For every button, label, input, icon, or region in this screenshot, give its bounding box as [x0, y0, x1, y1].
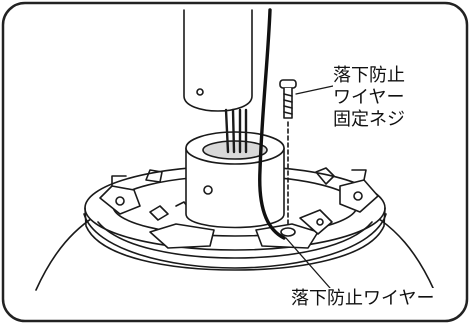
fixing-screw [279, 79, 297, 119]
base-ring-wall [84, 207, 386, 271]
label-fall-prevention-screw: 落下防止 ワイヤー 固定ネジ [333, 65, 405, 131]
label-fall-prevention-wire: 落下防止ワイヤー [289, 288, 437, 310]
leader-screw [295, 85, 334, 95]
upper-pipe [183, 9, 253, 112]
dome-rim-outer [83, 213, 387, 269]
cable-bundle [224, 108, 248, 154]
leader-wire [285, 237, 331, 289]
label-screw-line3: 固定ネジ [333, 109, 405, 130]
screw-hole [280, 227, 296, 237]
bracket-right [339, 169, 379, 213]
bracket-left [99, 175, 141, 215]
fall-prevention-wire [258, 8, 286, 240]
label-screw-line1: 落下防止 [333, 65, 405, 86]
label-screw-line2: ワイヤー [333, 87, 405, 108]
